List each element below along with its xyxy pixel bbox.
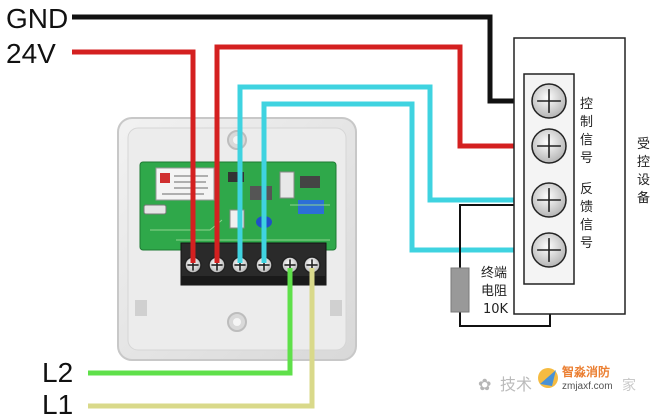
watermark-url: zmjaxf.com <box>562 381 613 392</box>
svg-text:家: 家 <box>622 377 636 394</box>
l1-wire <box>88 268 315 409</box>
feedback-signal-char: 信 <box>580 218 593 233</box>
watermark-brand: 智淼消防 <box>561 364 610 379</box>
v24-wire <box>72 49 196 263</box>
terminal-resistor <box>450 267 470 313</box>
controlled-device-char: 控 <box>637 155 650 170</box>
feedback-signal-char: 号 <box>580 236 593 251</box>
terminal-block <box>180 242 327 286</box>
watermark-logo-icon: ✿ <box>478 375 491 394</box>
l2-label: L2 <box>42 357 73 388</box>
watermark: ✿ 技术 智淼消防 zmjaxf.com 家 <box>478 364 636 394</box>
watermark-text: 技术 <box>500 375 532 394</box>
control-signal-label: 控 制 信 号 <box>580 97 593 166</box>
control-signal-char: 制 <box>580 115 593 130</box>
terminal-resistor-line: 10K <box>483 302 509 317</box>
gnd-label: GND <box>6 3 68 34</box>
feedback-signal-char: 反 <box>580 182 593 197</box>
terminal-screw-icon <box>303 256 321 274</box>
fuse-component <box>143 204 167 215</box>
relay-component <box>155 167 215 201</box>
device-terminal-screw-icon <box>531 182 567 218</box>
feedback-wire-2 <box>261 101 524 263</box>
controlled-device-label: 受 控 设 备 <box>637 137 650 206</box>
control-signal-char: 控 <box>580 97 593 112</box>
device-terminal-screw-icon <box>531 83 567 119</box>
terminal-resistor-label: 终端 电阻 10K <box>481 265 509 317</box>
controlled-device-char: 受 <box>637 137 650 152</box>
control-signal-char: 信 <box>580 133 593 148</box>
controlled-device <box>513 37 626 315</box>
device-terminal-screw-icon <box>531 232 567 268</box>
control-signal-char: 号 <box>580 151 593 166</box>
controlled-device-char: 设 <box>637 173 650 188</box>
l1-label: L1 <box>42 389 73 416</box>
wires <box>72 14 551 409</box>
v24-wire-branch <box>214 44 524 263</box>
v24-label: 24V <box>6 38 56 69</box>
controlled-device-char: 备 <box>637 190 650 206</box>
device-terminal-screw-icon <box>531 128 567 164</box>
terminal-resistor-line: 终端 <box>481 265 507 281</box>
l2-wire <box>88 268 293 376</box>
feedback-signal-char: 馈 <box>580 200 593 215</box>
terminal-resistor-line: 电阻 <box>481 284 507 299</box>
brand-logo-icon <box>538 368 558 388</box>
gnd-wire <box>72 14 524 104</box>
feedback-signal-label: 反 馈 信 号 <box>580 182 593 251</box>
feedback-wire-1 <box>237 84 524 263</box>
resistor-wire <box>459 204 533 268</box>
terminal-screw-icon <box>281 256 299 274</box>
